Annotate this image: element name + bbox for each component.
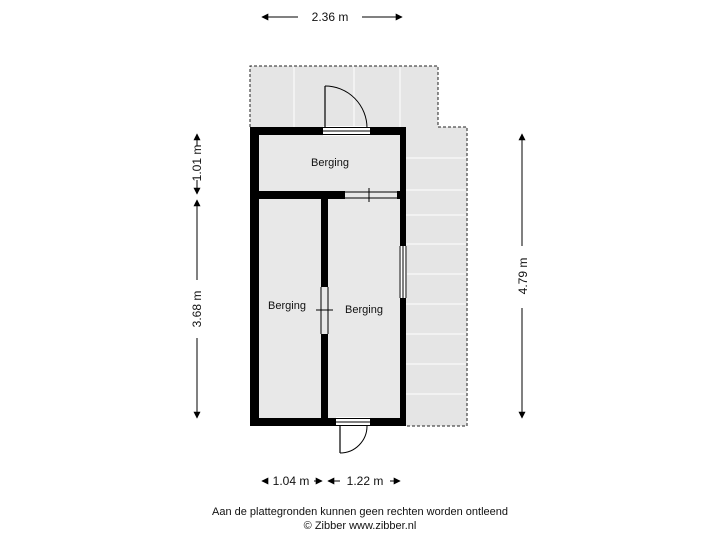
building bbox=[250, 127, 406, 426]
dimension-bottom-right: 1.22 m bbox=[327, 474, 401, 488]
right-window bbox=[399, 246, 407, 298]
room-right bbox=[328, 199, 400, 418]
dimension-left-upper-label: 1.01 m bbox=[190, 145, 204, 182]
dimension-top: 2.36 m bbox=[261, 10, 403, 24]
dimension-bottom-left-label: 1.04 m bbox=[273, 474, 310, 488]
dimension-bottom-left: 1.04 m bbox=[261, 474, 323, 488]
room-label-right: Berging bbox=[345, 304, 383, 316]
dimension-left-lower: 3.68 m bbox=[190, 199, 204, 419]
dimension-right-label: 4.79 m bbox=[516, 258, 530, 295]
dimension-left-lower-label: 3.68 m bbox=[190, 291, 204, 328]
room-label-top: Berging bbox=[311, 157, 349, 169]
room-top bbox=[259, 135, 400, 191]
inner-door-upper bbox=[345, 188, 397, 202]
terrace bbox=[249, 65, 468, 427]
top-door bbox=[323, 85, 370, 136]
dimension-top-label: 2.36 m bbox=[312, 10, 349, 24]
dimension-left-upper: 1.01 m bbox=[190, 133, 204, 195]
footer-disclaimer: Aan de plattegronden kunnen geen rechten… bbox=[211, 506, 508, 518]
room-left bbox=[259, 199, 321, 418]
inner-door-middle bbox=[316, 287, 333, 334]
dimension-bottom-right-label: 1.22 m bbox=[347, 474, 384, 488]
bottom-door bbox=[336, 417, 370, 454]
footer-copyright: © Zibber www.zibber.nl bbox=[303, 520, 417, 532]
dimension-right: 4.79 m bbox=[516, 133, 530, 419]
room-label-left: Berging bbox=[268, 300, 306, 312]
